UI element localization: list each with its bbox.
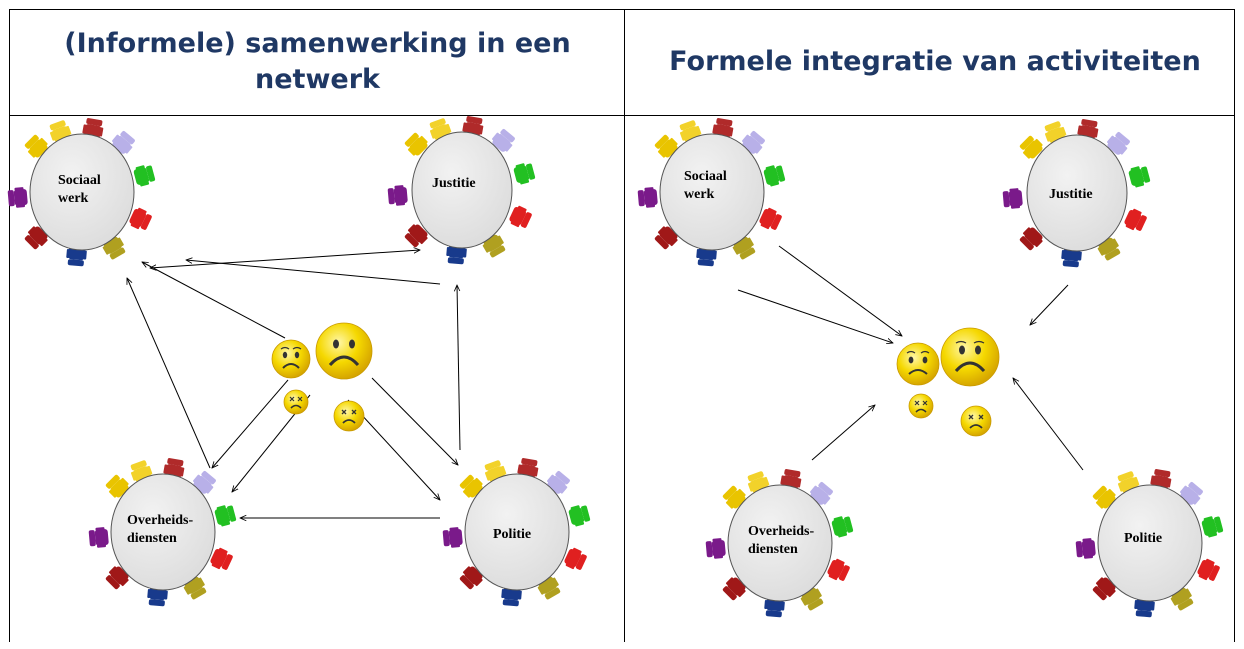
table-overheidsdiensten: Overheids- diensten [88, 457, 238, 607]
frowning-face-icon [896, 342, 940, 386]
dizzy-face-icon [333, 400, 365, 432]
table-label-line2: werk [58, 191, 89, 206]
arrow-emoji-to-sociaal-werk [142, 262, 286, 339]
arrow-justitie-to-sociaal-werk-2 [186, 260, 441, 285]
arrow-justitie-to-center [1030, 284, 1069, 325]
arrow-emoji-to-politie [371, 377, 458, 465]
dizzy-face-icon [908, 393, 934, 419]
header-right-text: Formele integratie van activiteiten [669, 46, 1201, 77]
left-network-diagram: Sociaal werk Justitie [7, 115, 592, 607]
arrow-overheid-to-center [811, 405, 875, 461]
table-sociaal-werk: Sociaal werk [637, 117, 787, 267]
table-label-line2: werk [684, 187, 715, 202]
table-label-line1: Overheids- [748, 524, 814, 539]
arrow-sociaal-werk-to-center-2 [737, 289, 893, 343]
table-label-line1: Overheids- [127, 513, 193, 528]
arrow-justitie-sociaal-werk [150, 250, 420, 268]
frowning-face-large-icon [315, 322, 373, 380]
table-label-line1: Sociaal [684, 169, 727, 184]
frowning-face-large-icon [940, 327, 1000, 387]
table-label: Justitie [432, 176, 476, 191]
arrow-politie-to-justitie [457, 285, 461, 451]
table-justitie: Justitie [1002, 118, 1152, 268]
table-politie: Politie [1075, 468, 1225, 618]
table-header-divider [9, 115, 1235, 116]
left-arrows [127, 250, 461, 518]
header-left: (Informele) samenwerking in een netwerk [40, 12, 595, 112]
dizzy-face-icon [960, 405, 992, 437]
table-politie: Politie [442, 457, 592, 607]
right-arrows [737, 245, 1084, 471]
arrow-sociaal-werk-to-center [778, 245, 902, 336]
table-label: Justitie [1049, 187, 1093, 202]
table-label-line1: Sociaal [58, 173, 101, 188]
table-label: Politie [1124, 531, 1162, 546]
table-border-top [9, 9, 1235, 10]
arrow-overheid-to-sociaal-werk [127, 278, 211, 469]
table-overheidsdiensten: Overheids- diensten [705, 468, 855, 618]
header-right: Formele integratie van activiteiten [660, 12, 1210, 112]
table-border-left [9, 9, 10, 642]
header-left-text: (Informele) samenwerking in een netwerk [64, 28, 571, 95]
dizzy-face-icon [283, 389, 309, 415]
arrow-emoji-to-overheid [212, 379, 289, 468]
table-justitie: Justitie [387, 115, 537, 265]
table-column-divider [624, 9, 625, 642]
arrow-politie-to-center [1013, 378, 1084, 471]
table-sociaal-werk: Sociaal werk [7, 117, 157, 267]
table-border-right [1234, 9, 1235, 642]
right-network-diagram: Sociaal werk Justitie [637, 117, 1225, 618]
table-label-line2: diensten [748, 542, 798, 557]
table-label-line2: diensten [127, 531, 177, 546]
table-label: Politie [493, 527, 531, 542]
frowning-face-icon [271, 339, 311, 379]
